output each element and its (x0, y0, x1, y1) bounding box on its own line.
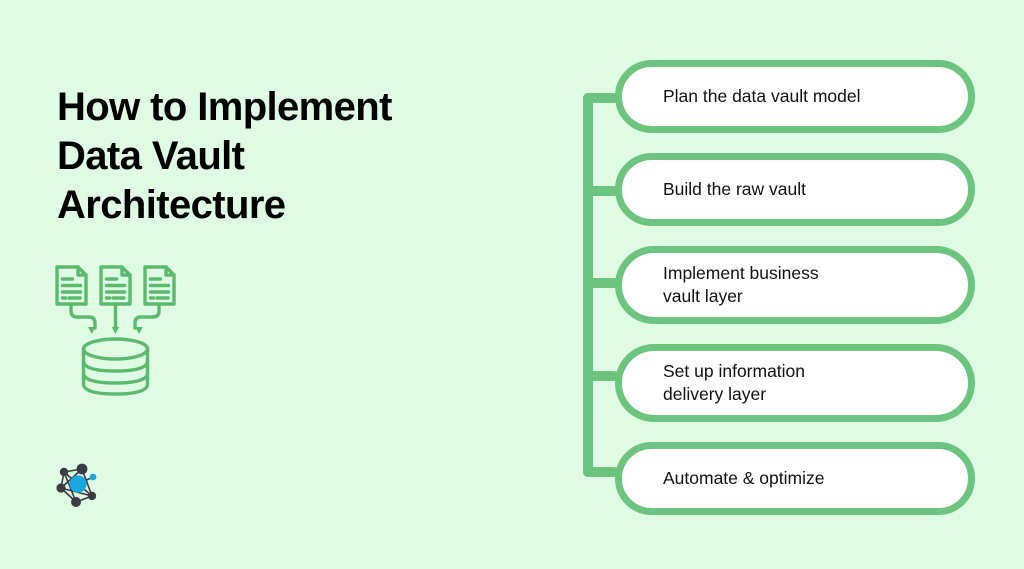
step-label: Build the raw vault (663, 179, 806, 199)
connector-lines (583, 93, 619, 477)
brand-logo (52, 462, 106, 516)
document-icon (55, 265, 88, 306)
steps-connector-spine (576, 80, 646, 490)
data-flow-illustration (48, 255, 188, 400)
steps-column: Plan the data vault model Build the raw … (560, 0, 1024, 569)
page-title: How to Implement Data Vault Architecture (57, 84, 392, 227)
steps-list: Plan the data vault model Build the raw … (615, 60, 975, 515)
arrow-down-icon (133, 302, 161, 330)
step-label: Set up information delivery layer (663, 361, 806, 404)
document-icon (99, 265, 132, 306)
step-item-4[interactable]: Set up information delivery layer (615, 344, 975, 422)
step-item-2[interactable]: Build the raw vault (615, 153, 975, 226)
step-label: Implement business vault layer (663, 263, 819, 306)
database-cylinder-icon (81, 337, 150, 396)
step-label: Automate & optimize (663, 468, 825, 488)
step-label: Plan the data vault model (663, 86, 861, 106)
document-icon (143, 265, 176, 306)
arrow-down-icon (69, 302, 97, 330)
step-item-1[interactable]: Plan the data vault model (615, 60, 975, 133)
arrow-head-group (88, 327, 143, 334)
documents-to-database-graphic (55, 265, 176, 396)
left-column: How to Implement Data Vault Architecture (48, 84, 392, 516)
step-item-3[interactable]: Implement business vault layer (615, 246, 975, 324)
network-graph-logo-icon (56, 463, 97, 507)
step-item-5[interactable]: Automate & optimize (615, 442, 975, 515)
